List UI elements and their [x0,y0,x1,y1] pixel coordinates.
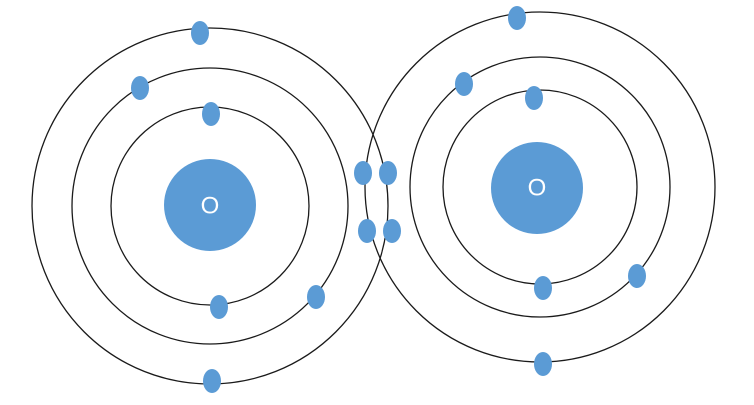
atom-left: O [31,21,389,393]
shared-electron [383,219,401,243]
electron [210,295,228,319]
electron [191,21,209,45]
electron [131,76,149,100]
shared-electron [379,161,397,185]
electron [534,352,552,376]
electron [202,102,220,126]
electron [455,72,473,96]
atom-left-nucleus [164,159,256,251]
shared-electron-pairs [354,161,401,243]
electron [307,285,325,309]
electron [525,86,543,110]
atom-left-middle-shell [71,67,349,345]
atom-right-nucleus [491,142,583,234]
shared-electron [354,161,372,185]
atom-right-middle-shell [409,56,671,318]
electron [508,6,526,30]
atom-left-nucleus-label: O [201,193,220,220]
atom-right: O [364,6,716,376]
electron [534,276,552,300]
electron [203,369,221,393]
electron [628,264,646,288]
atom-right-nucleus-label: O [528,175,547,202]
shared-electron [358,219,376,243]
